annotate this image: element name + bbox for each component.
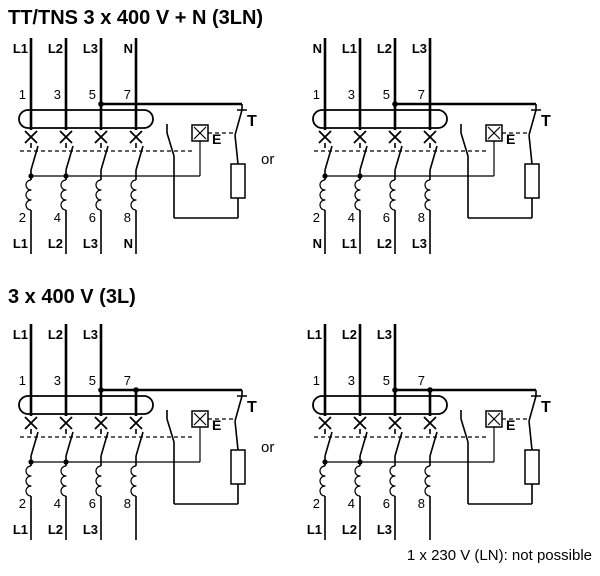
test-button-label: T <box>541 399 551 416</box>
terminal-number: 3 <box>348 87 355 102</box>
diagram-3l-right: L1 L2 L3 1 3 5 7 2 4 6 8 L1 L2 L3 E T <box>307 324 551 540</box>
trip-relay-label: E <box>212 417 221 433</box>
terminal-number: 4 <box>54 210 61 225</box>
top-phase-label: L2 <box>377 41 392 56</box>
terminal-number: 4 <box>348 496 355 511</box>
top-phase-label: N <box>124 41 133 56</box>
section-title-3l: 3 x 400 V (3L) <box>8 286 136 308</box>
top-phase-label: L1 <box>307 327 322 342</box>
terminal-number: 6 <box>383 210 390 225</box>
top-phase-label: L1 <box>13 327 28 342</box>
top-phase-label: L2 <box>48 327 63 342</box>
terminal-number: 4 <box>54 496 61 511</box>
bottom-phase-label: L3 <box>83 522 98 537</box>
terminal-number: 5 <box>89 87 96 102</box>
top-phase-label: N <box>313 41 322 56</box>
bottom-phase-label: L2 <box>48 236 63 251</box>
top-phase-label: L2 <box>342 327 357 342</box>
trip-relay-label: E <box>212 131 221 147</box>
terminal-number: 4 <box>348 210 355 225</box>
bottom-phase-label: N <box>124 236 133 251</box>
diagram-tt-tns-left: L1 L2 L3 N 1 3 5 7 2 4 6 8 L1 L2 L3 N E … <box>13 38 257 254</box>
bottom-phase-label: L3 <box>412 236 427 251</box>
terminal-number: 6 <box>383 496 390 511</box>
diagram-3l-left: L1 L2 L3 1 3 5 7 2 4 6 8 L1 L2 L3 E T <box>13 324 257 540</box>
test-button-label: T <box>247 113 257 130</box>
top-phase-label: L1 <box>342 41 357 56</box>
terminal-number: 3 <box>54 87 61 102</box>
terminal-number: 7 <box>418 373 425 388</box>
top-phase-label: L3 <box>83 327 98 342</box>
terminal-number: 2 <box>313 496 320 511</box>
terminal-number: 8 <box>418 496 425 511</box>
test-button-label: T <box>541 113 551 130</box>
terminal-number: 3 <box>348 373 355 388</box>
top-phase-label: L2 <box>48 41 63 56</box>
terminal-number: 5 <box>383 373 390 388</box>
bottom-phase-label: L3 <box>377 522 392 537</box>
terminal-number: 8 <box>124 496 131 511</box>
footnote: 1 x 230 V (LN): not possible <box>407 547 592 564</box>
bottom-phase-label: L1 <box>307 522 322 537</box>
terminal-number: 5 <box>383 87 390 102</box>
terminal-number: 1 <box>313 373 320 388</box>
terminal-number: 8 <box>418 210 425 225</box>
terminal-number: 7 <box>124 87 131 102</box>
top-phase-label: L1 <box>13 41 28 56</box>
terminal-number: 2 <box>19 496 26 511</box>
terminal-number: 7 <box>418 87 425 102</box>
or-label: or <box>261 151 274 168</box>
trip-relay-label: E <box>506 417 515 433</box>
terminal-number: 2 <box>19 210 26 225</box>
bottom-phase-label: L2 <box>377 236 392 251</box>
bottom-phase-label: N <box>313 236 322 251</box>
section-title-tt-tns: TT/TNS 3 x 400 V + N (3LN) <box>8 7 263 29</box>
terminal-number: 5 <box>89 373 96 388</box>
trip-relay-label: E <box>506 131 515 147</box>
bottom-phase-label: L1 <box>342 236 357 251</box>
bottom-phase-label: L1 <box>13 522 28 537</box>
or-label: or <box>261 439 274 456</box>
bottom-phase-label: L2 <box>48 522 63 537</box>
bottom-phase-label: L1 <box>13 236 28 251</box>
terminal-number: 2 <box>313 210 320 225</box>
terminal-number: 1 <box>313 87 320 102</box>
terminal-number: 6 <box>89 210 96 225</box>
terminal-number: 1 <box>19 373 26 388</box>
test-button-label: T <box>247 399 257 416</box>
top-phase-label: L3 <box>377 327 392 342</box>
diagram-tt-tns-right: N L1 L2 L3 1 3 5 7 2 4 6 8 N L1 L2 L3 E … <box>313 38 551 254</box>
terminal-number: 6 <box>89 496 96 511</box>
terminal-number: 3 <box>54 373 61 388</box>
top-phase-label: L3 <box>412 41 427 56</box>
top-phase-label: L3 <box>83 41 98 56</box>
terminal-number: 1 <box>19 87 26 102</box>
bottom-phase-label: L3 <box>83 236 98 251</box>
terminal-number: 7 <box>124 373 131 388</box>
bottom-phase-label: L2 <box>342 522 357 537</box>
terminal-number: 8 <box>124 210 131 225</box>
